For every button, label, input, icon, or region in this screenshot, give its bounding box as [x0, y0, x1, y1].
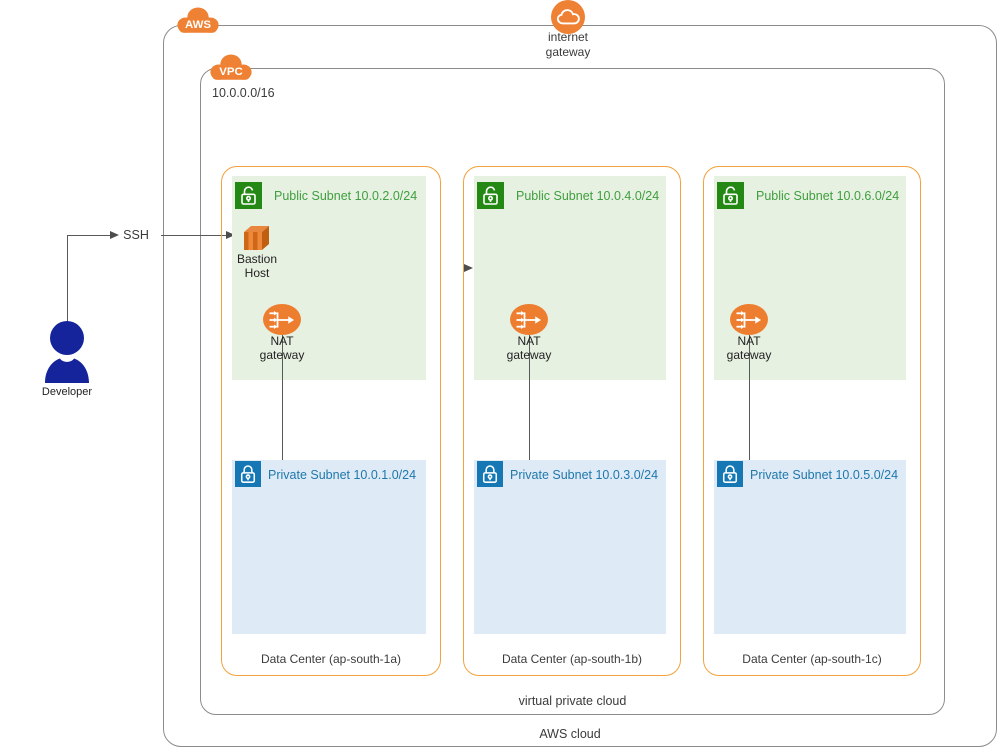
private-subnet-3-label: Private Subnet 10.0.5.0/24 [750, 468, 899, 482]
nat-to-private-connector [528, 335, 530, 460]
ssh-arrow-line-1 [66, 234, 111, 236]
internet-gateway-label-line2: gateway [545, 45, 591, 59]
vpc-label: virtual private cloud [518, 694, 627, 708]
internet-gateway-label-line1: internet [547, 30, 589, 44]
data-center-3-label: Data Center (ap-south-1c) [742, 652, 882, 666]
public-subnet-1-label: Public Subnet 10.0.2.0/24 [274, 189, 418, 203]
nat-gateway-label: NAT gateway [709, 334, 789, 362]
person-body-icon [45, 358, 89, 383]
nat-gateway-label: NAT gateway [489, 334, 569, 362]
ssh-arrowhead-1 [110, 230, 119, 239]
ec2-instance-icon [244, 226, 269, 250]
nat-glyph-icon [736, 310, 762, 329]
bastion-host-label: Bastion Host [227, 252, 287, 280]
nat-glyph-icon [269, 310, 295, 329]
vpc-container [200, 68, 945, 715]
aws-badge-text: AWS [185, 19, 211, 31]
private-subnet-3: Private Subnet 10.0.5.0/24 [714, 460, 906, 634]
public-subnet-1: Public Subnet 10.0.2.0/24 [232, 176, 426, 380]
data-center-2-label: Data Center (ap-south-1b) [501, 652, 643, 666]
developer-connector-line [66, 236, 68, 322]
aws-cloud-label: AWS cloud [539, 727, 601, 741]
data-center-1: Public Subnet 10.0.2.0/24 Bastion Host [221, 166, 441, 676]
nat-gateway-icon [730, 304, 768, 335]
vpc-cidr-label: 10.0.0.0/16 [212, 86, 275, 100]
closed-lock-icon [717, 461, 743, 487]
public-subnet-3: Public Subnet 10.0.6.0/24 [714, 176, 906, 380]
closed-lock-icon [235, 461, 261, 487]
cloud-glyph-icon [556, 9, 580, 25]
closed-lock-icon [477, 461, 503, 487]
data-center-3: Public Subnet 10.0.6.0/24 NAT gateway [703, 166, 921, 676]
nat-gateway-icon [510, 304, 548, 335]
open-lock-icon [717, 182, 744, 209]
ssh-arrow-line-2 [161, 234, 226, 236]
person-icon [50, 321, 84, 355]
vpc-cloud-badge-icon: VPC [210, 54, 252, 80]
arrowhead-to-dc2 [464, 263, 473, 272]
nat-label-line1: NAT [270, 334, 294, 348]
public-subnet-3-label: Public Subnet 10.0.6.0/24 [756, 189, 900, 203]
ssh-label: SSH [123, 228, 149, 242]
internet-gateway-icon [551, 0, 585, 34]
open-lock-icon [235, 182, 262, 209]
private-subnet-2: Private Subnet 10.0.3.0/24 [474, 460, 666, 634]
nat-to-private-connector [281, 335, 283, 460]
nat-gateway-label: NAT gateway [242, 334, 322, 362]
vpc-badge-text: VPC [219, 66, 243, 78]
data-center-1-label: Data Center (ap-south-1a) [260, 652, 402, 666]
public-subnet-2: Public Subnet 10.0.4.0/24 [474, 176, 666, 380]
data-center-2: Public Subnet 10.0.4.0/24 NAT gateway [463, 166, 681, 676]
open-lock-icon [477, 182, 504, 209]
nat-label-line2: gateway [259, 347, 305, 362]
internet-gateway-label: internet gateway [528, 30, 608, 60]
private-subnet-1: Private Subnet 10.0.1.0/24 [232, 460, 426, 634]
nat-label-line2: gateway [726, 347, 772, 362]
public-subnet-2-label: Public Subnet 10.0.4.0/24 [516, 189, 660, 203]
developer-label: Developer [41, 386, 93, 398]
nat-gateway-icon [263, 304, 301, 335]
ssh-arrowhead-2 [226, 230, 235, 239]
nat-label-line1: NAT [737, 334, 761, 348]
nat-glyph-icon [516, 310, 542, 329]
private-subnet-1-label: Private Subnet 10.0.1.0/24 [268, 468, 417, 482]
nat-label-line2: gateway [506, 347, 552, 362]
nat-label-line1: NAT [517, 334, 541, 348]
bastion-label-line2: Host [244, 265, 270, 280]
bastion-label-line1: Bastion [236, 252, 278, 266]
private-subnet-2-label: Private Subnet 10.0.3.0/24 [510, 468, 659, 482]
aws-cloud-badge-icon: AWS [177, 7, 219, 33]
nat-to-private-connector [748, 335, 750, 460]
